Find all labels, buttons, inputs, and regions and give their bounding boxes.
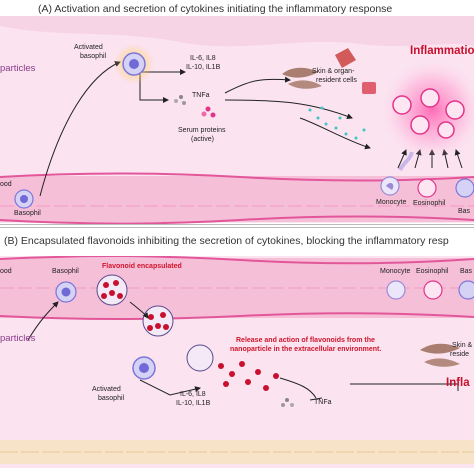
activated-basophil-b bbox=[132, 356, 156, 380]
tnfa-molecules-a bbox=[174, 95, 216, 118]
skin-cells-a bbox=[282, 48, 376, 94]
skin-cells-line1-b: Skin & bbox=[452, 342, 473, 349]
panel-divider bbox=[0, 224, 474, 225]
inflammation-label-a: Inflammation bbox=[410, 45, 474, 57]
panel-b-title-bar bbox=[0, 226, 474, 256]
skin-cells-b bbox=[420, 343, 460, 367]
nanoparticles-b bbox=[96, 274, 214, 372]
monocyte-label-b: Monocyte bbox=[380, 268, 411, 275]
vessel-cells-b bbox=[55, 280, 474, 303]
panel-a-title: (A) Activation and secretion of cytokine… bbox=[38, 3, 393, 15]
inflammation-site-a bbox=[382, 60, 474, 160]
inflammation-label-b: Infla bbox=[446, 377, 470, 389]
activated-label-a: Activated bbox=[74, 44, 103, 51]
cytokines-line1-b: IL-6, IL8 bbox=[180, 391, 206, 398]
skin-cells-line1-a: Skin & organ- bbox=[312, 68, 355, 75]
tissue-layer-b bbox=[0, 440, 474, 464]
cytokines-line2-b: IL-10, IL1B bbox=[176, 400, 211, 407]
eosinophil-label-b: Eosinophil bbox=[416, 268, 449, 275]
skin-cells-line2-b: reside bbox=[450, 351, 470, 358]
blood-label-a: ood bbox=[0, 181, 12, 188]
cytokine-dots-a bbox=[308, 106, 366, 140]
release-line1: Release and action of flavonoids from th… bbox=[236, 337, 375, 344]
flavonoid-release-b bbox=[218, 361, 279, 391]
nanoparticles-label-b: particles bbox=[0, 333, 36, 344]
basophil-cut-label-b: Bas bbox=[460, 268, 473, 275]
activated-label-b: Activated bbox=[92, 386, 121, 393]
cytokines-line2-a: IL-10, IL1B bbox=[186, 64, 221, 71]
basophil-act-label-b: basophil bbox=[98, 395, 125, 402]
cytokines-line1-a: IL-6, IL8 bbox=[190, 55, 216, 62]
skin-cells-line2-a: resident cells bbox=[316, 77, 357, 84]
eosinophil-label-a: Eosinophil bbox=[413, 200, 446, 207]
basophil-cut-label-a: Bas bbox=[458, 208, 471, 215]
panel-b-title: (B) Encapsulated flavonoids inhibiting t… bbox=[4, 235, 449, 247]
tnfa-label-a: TNFa bbox=[192, 92, 210, 99]
activated-basophil-a bbox=[114, 44, 154, 84]
serum-proteins-label: Serum proteins bbox=[178, 127, 226, 134]
nanoparticles-label-a: particles bbox=[0, 63, 36, 74]
blood-label-b: ood bbox=[0, 268, 12, 275]
monocyte-label-a: Monocyte bbox=[376, 199, 407, 206]
flavonoid-encapsulated-label: Flavonoid encapsulated bbox=[102, 263, 182, 270]
panel-b-title-border bbox=[0, 227, 474, 228]
arrows-panel-b bbox=[27, 301, 459, 401]
serum-active-label: (active) bbox=[191, 136, 214, 143]
release-line2: nanoparticle in the extracellular enviro… bbox=[230, 346, 382, 353]
basophil-label-b: Basophil bbox=[52, 268, 79, 275]
basophil-vessel-label-a: Basophil bbox=[14, 210, 41, 217]
tnfa-label-b: TNFa bbox=[314, 399, 332, 406]
vessel-cells-a bbox=[14, 151, 474, 209]
basophil-label-a: basophil bbox=[80, 53, 107, 60]
tnfa-molecules-b bbox=[281, 398, 294, 407]
